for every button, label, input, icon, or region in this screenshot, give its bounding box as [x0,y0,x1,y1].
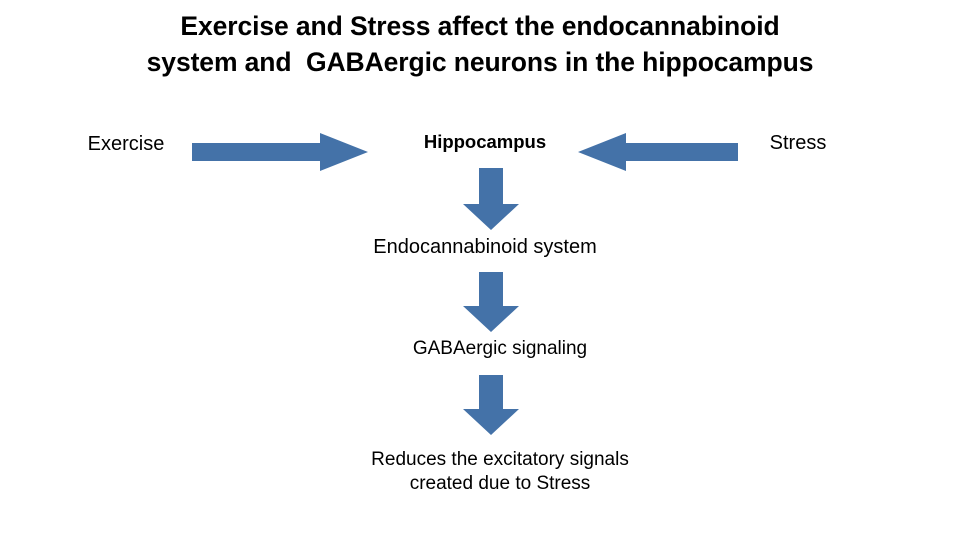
arrow-exercise-to-hippocampus-icon [192,133,368,171]
page-title-line-1: Exercise and Stress affect the endocanna… [180,11,780,41]
node-reduces-excitatory-signals: Reduces the excitatory signals created d… [371,449,629,495]
page-title-line-2: system and GABAergic neurons in the hipp… [146,47,814,77]
node-stress: Stress [769,132,827,154]
node-gabaergic-signaling: GABAergic signaling [412,338,588,359]
node-endocannabinoid-system: Endocannabinoid system [373,236,597,258]
arrow-hippocampus-to-ecs-icon [463,168,519,230]
arrow-ecs-to-gaba-icon [463,272,519,332]
arrow-gaba-to-reduces-icon [463,375,519,435]
node-hippocampus: Hippocampus [423,131,547,152]
node-exercise: Exercise [87,133,165,155]
page-title: Exercise and Stress affect the endocanna… [0,8,960,80]
arrow-stress-to-hippocampus-icon [578,133,738,171]
